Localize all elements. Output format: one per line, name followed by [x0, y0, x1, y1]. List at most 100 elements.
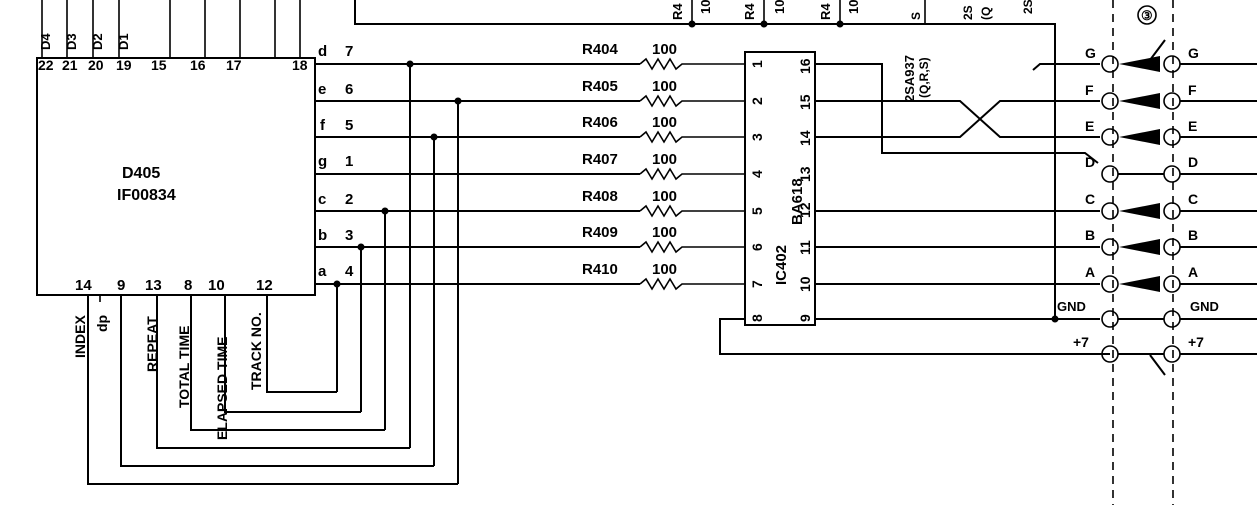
ic402-left-pin: 1	[749, 60, 765, 68]
connector-pin-label-left: G	[1085, 45, 1096, 61]
top-resistor-ref: R4	[818, 3, 833, 20]
connector-pin: D D	[1085, 154, 1257, 183]
connector-pin: +7 +7	[1073, 334, 1257, 363]
segment-pin: 1	[345, 153, 353, 170]
ic402-left-pin: 5	[749, 207, 765, 215]
top-partial-components: R4 10 R4 10 R4 10 S 2S (Q 2S	[354, 0, 1059, 323]
d405-bottom-pin: 14	[75, 277, 92, 294]
d405-top-pins: 22 21 20 19 15 16 17 18 D4 D3 D2 D1	[38, 0, 308, 73]
ic402-part: BA618	[789, 178, 806, 225]
d405-part: IF00834	[117, 187, 176, 204]
segment-letter: e	[318, 81, 326, 98]
segment-letter: f	[320, 117, 326, 134]
top-partial-label: S	[909, 12, 923, 20]
d405-bottom-pin: 12	[256, 277, 273, 294]
resistor-value: 100	[652, 151, 677, 168]
segment-pin: 7	[345, 43, 353, 60]
d405-top-label: D4	[38, 33, 53, 50]
segment-pin: 2	[345, 191, 353, 208]
d405-top-label: D1	[116, 33, 131, 50]
ic402-right-pin: 13	[797, 166, 813, 182]
d405-name: D405	[122, 165, 160, 182]
segment-letter: b	[318, 227, 327, 244]
connector-pin-label-right: F	[1188, 82, 1197, 98]
ic402-left-pin: 7	[749, 280, 765, 288]
ic402-right-pin: 15	[797, 94, 813, 110]
connector: ③ G G F F E E D	[1057, 0, 1257, 505]
top-partial-label: (Q	[979, 7, 993, 20]
segment-pin: 5	[345, 117, 353, 134]
transistor-label: 2SA937	[902, 55, 917, 102]
ic402: BA618 IC402 1 2 3 4 5 6 7 8 16 15 14 13 …	[719, 51, 1110, 355]
ic402-body	[744, 51, 816, 326]
resistor-ref: R409	[582, 224, 618, 241]
connector-pin-label-left: D	[1085, 154, 1095, 170]
ic402-ref: IC402	[773, 245, 790, 285]
resistor-array: R404 100 R405 100 R406 100 R407 100 R408…	[582, 41, 745, 291]
top-partial-label: 2S	[1021, 0, 1035, 14]
ic402-right-pin: 9	[797, 314, 813, 322]
resistor-ref: R407	[582, 151, 618, 168]
d405-body	[36, 57, 316, 296]
d405-top-pin: 17	[226, 57, 242, 73]
resistor-value: 100	[652, 78, 677, 95]
d405-top-pin: 22	[38, 57, 54, 73]
d405-top-label: D3	[64, 33, 79, 50]
d405-top-pin: 16	[190, 57, 206, 73]
output-wires	[815, 63, 1100, 320]
resistor-ref: R406	[582, 114, 618, 131]
segment-letter: c	[318, 191, 326, 208]
d405-bottom-label: dp	[94, 315, 110, 332]
ic402-right-pin: 14	[797, 130, 813, 146]
connector-pin-label-right: +7	[1188, 334, 1204, 350]
d405-top-pin: 20	[88, 57, 104, 73]
connector-pin-label-left: C	[1085, 191, 1095, 207]
resistor-value: 100	[652, 114, 677, 131]
resistor-value: 100	[652, 224, 677, 241]
connector-pin-label-right: C	[1188, 191, 1198, 207]
connector-pin-label-right: GND	[1190, 299, 1219, 314]
d405-ic: D405 IF00834 22 21 20 19 15 16 17 18 D4 …	[36, 0, 354, 440]
connector-pin: F F	[1085, 82, 1257, 110]
connector-pin-label-left: GND	[1057, 299, 1086, 314]
top-resistor-ref: R4	[670, 3, 685, 20]
connector-pin-label-right: B	[1188, 227, 1198, 243]
ic402-left-pin: 2	[749, 97, 765, 105]
d405-bottom-pin: 10	[208, 277, 225, 294]
segment-pin: 4	[345, 263, 354, 280]
connector-pin-label-right: G	[1188, 45, 1199, 61]
ic402-left-pin: 3	[749, 133, 765, 141]
segment-letter: d	[318, 43, 327, 60]
top-resistor-value: 10	[846, 0, 861, 14]
ic402-right-pin: 10	[797, 276, 813, 292]
ic402-right-pin: 11	[797, 240, 813, 255]
d405-top-pin: 15	[151, 57, 167, 73]
segment-pin: 3	[345, 227, 353, 244]
connector-pin-label-left: B	[1085, 227, 1095, 243]
connector-pin-label-left: F	[1085, 82, 1094, 98]
top-resistor-value: 10	[772, 0, 787, 14]
connector-pin: GND GND	[1057, 299, 1257, 328]
connector-pin: E E	[1085, 118, 1257, 146]
top-partial-label: 2S	[961, 5, 975, 20]
d405-bottom-label: TRACK NO.	[248, 312, 264, 390]
d405-segment-pins: d 7 e 6 f 5 g 1 c 2 b 3 a 4	[318, 43, 354, 280]
top-resistor-ref: R4	[742, 3, 757, 20]
d405-bottom-pin: 13	[145, 277, 162, 294]
resistor-ref: R410	[582, 261, 618, 278]
bus-wires	[87, 60, 640, 485]
d405-bottom-pins: 14 9 13 8 10 12 INDEX dp REPEAT TOTAL TI…	[72, 277, 273, 440]
d405-bottom-label: INDEX	[72, 315, 88, 358]
connector-pin-label-left: A	[1085, 264, 1095, 280]
resistor-ref: R408	[582, 188, 618, 205]
segment-pin: 6	[345, 81, 353, 98]
d405-bottom-pin: 8	[184, 277, 192, 294]
resistor-value: 100	[652, 261, 677, 278]
connector-pin-label-left: E	[1085, 118, 1094, 134]
resistor-value: 100	[652, 188, 677, 205]
ic402-left-pin: 6	[749, 243, 765, 251]
d405-bottom-label: ELAPSED TIME	[214, 337, 230, 440]
ic402-left-pin: 4	[749, 170, 765, 178]
d405-bottom-pin: 9	[117, 277, 125, 294]
